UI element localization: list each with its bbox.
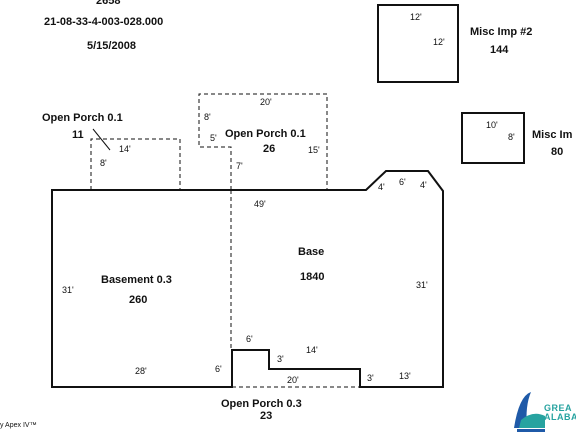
base-dim-bottom-mid: 20' — [287, 375, 299, 385]
basement-dim-right: 6' — [215, 364, 222, 374]
misc-imp-2-dim-top: 12' — [410, 12, 422, 22]
footer-credit: y Apex IV™ — [0, 422, 37, 429]
open-porch-left-dim-side: 8' — [100, 158, 107, 168]
misc-imp-2-dim-right: 12' — [433, 37, 445, 47]
open-porch-mid-outline — [198, 93, 328, 190]
open-porch-mid-dim-bottom: 7' — [236, 161, 243, 171]
open-porch-mid-dim-top: 20' — [260, 97, 272, 107]
open-porch-left-value: 11 — [72, 129, 84, 141]
open-porch-mid-label: Open Porch 0.1 — [225, 128, 306, 140]
open-porch-mid-value: 26 — [263, 143, 276, 155]
base-outline — [51, 170, 444, 388]
base-dim-angle-right: 4' — [420, 180, 427, 190]
misc-imp-other-label: Misc Im — [532, 129, 573, 141]
logo-text: GREA ALABA — [544, 404, 576, 423]
misc-imp-2-value: 144 — [490, 44, 509, 56]
base-dim-right: 31' — [416, 280, 428, 290]
open-porch-mid-dim-right: 15' — [308, 145, 320, 155]
base-dim-step: 14' — [306, 345, 318, 355]
header-id: 2658 — [96, 0, 121, 7]
base-dim-notch-side: 3' — [277, 354, 284, 364]
logo-mark-icon — [514, 392, 545, 432]
base-dim-top: 49' — [254, 199, 266, 209]
misc-imp-other-dim-top: 10' — [486, 120, 498, 130]
base-dim-notch-top: 6' — [246, 334, 253, 344]
brand-logo: GREA ALABA — [511, 390, 576, 432]
basement-dim-left: 31' — [62, 285, 74, 295]
basement-dim-bottom: 28' — [135, 366, 147, 376]
header-parcel: 21-08-33-4-003-028.000 — [44, 16, 164, 28]
open-porch-bottom-value: 23 — [260, 410, 273, 422]
base-dim-bump-top: 6' — [399, 177, 406, 187]
misc-imp-other-outline — [461, 112, 525, 164]
base-dim-bottom-notch: 3' — [367, 373, 374, 383]
base-value: 1840 — [300, 271, 325, 283]
basement-value: 260 — [129, 294, 148, 306]
open-porch-bottom-label: Open Porch 0.3 — [221, 398, 302, 410]
open-porch-mid-dim-left: 8' — [204, 112, 211, 122]
open-porch-left-label: Open Porch 0.1 — [42, 112, 123, 124]
misc-imp-other-dim-right: 8' — [508, 132, 515, 142]
basement-label: Basement 0.3 — [101, 274, 172, 286]
open-porch-mid-dim-notch: 5' — [210, 133, 217, 143]
open-porch-left-dim-top: 14' — [119, 144, 131, 154]
leader-line — [92, 128, 111, 151]
base-dim-bottom-right: 13' — [399, 371, 411, 381]
header-date: 5/15/2008 — [87, 40, 136, 52]
base-dim-angle-left: 4' — [378, 182, 385, 192]
base-label: Base — [298, 246, 325, 258]
misc-imp-2-label: Misc Imp #2 — [470, 26, 533, 38]
misc-imp-other-value: 80 — [551, 146, 564, 158]
misc-imp-2-outline — [377, 4, 459, 83]
